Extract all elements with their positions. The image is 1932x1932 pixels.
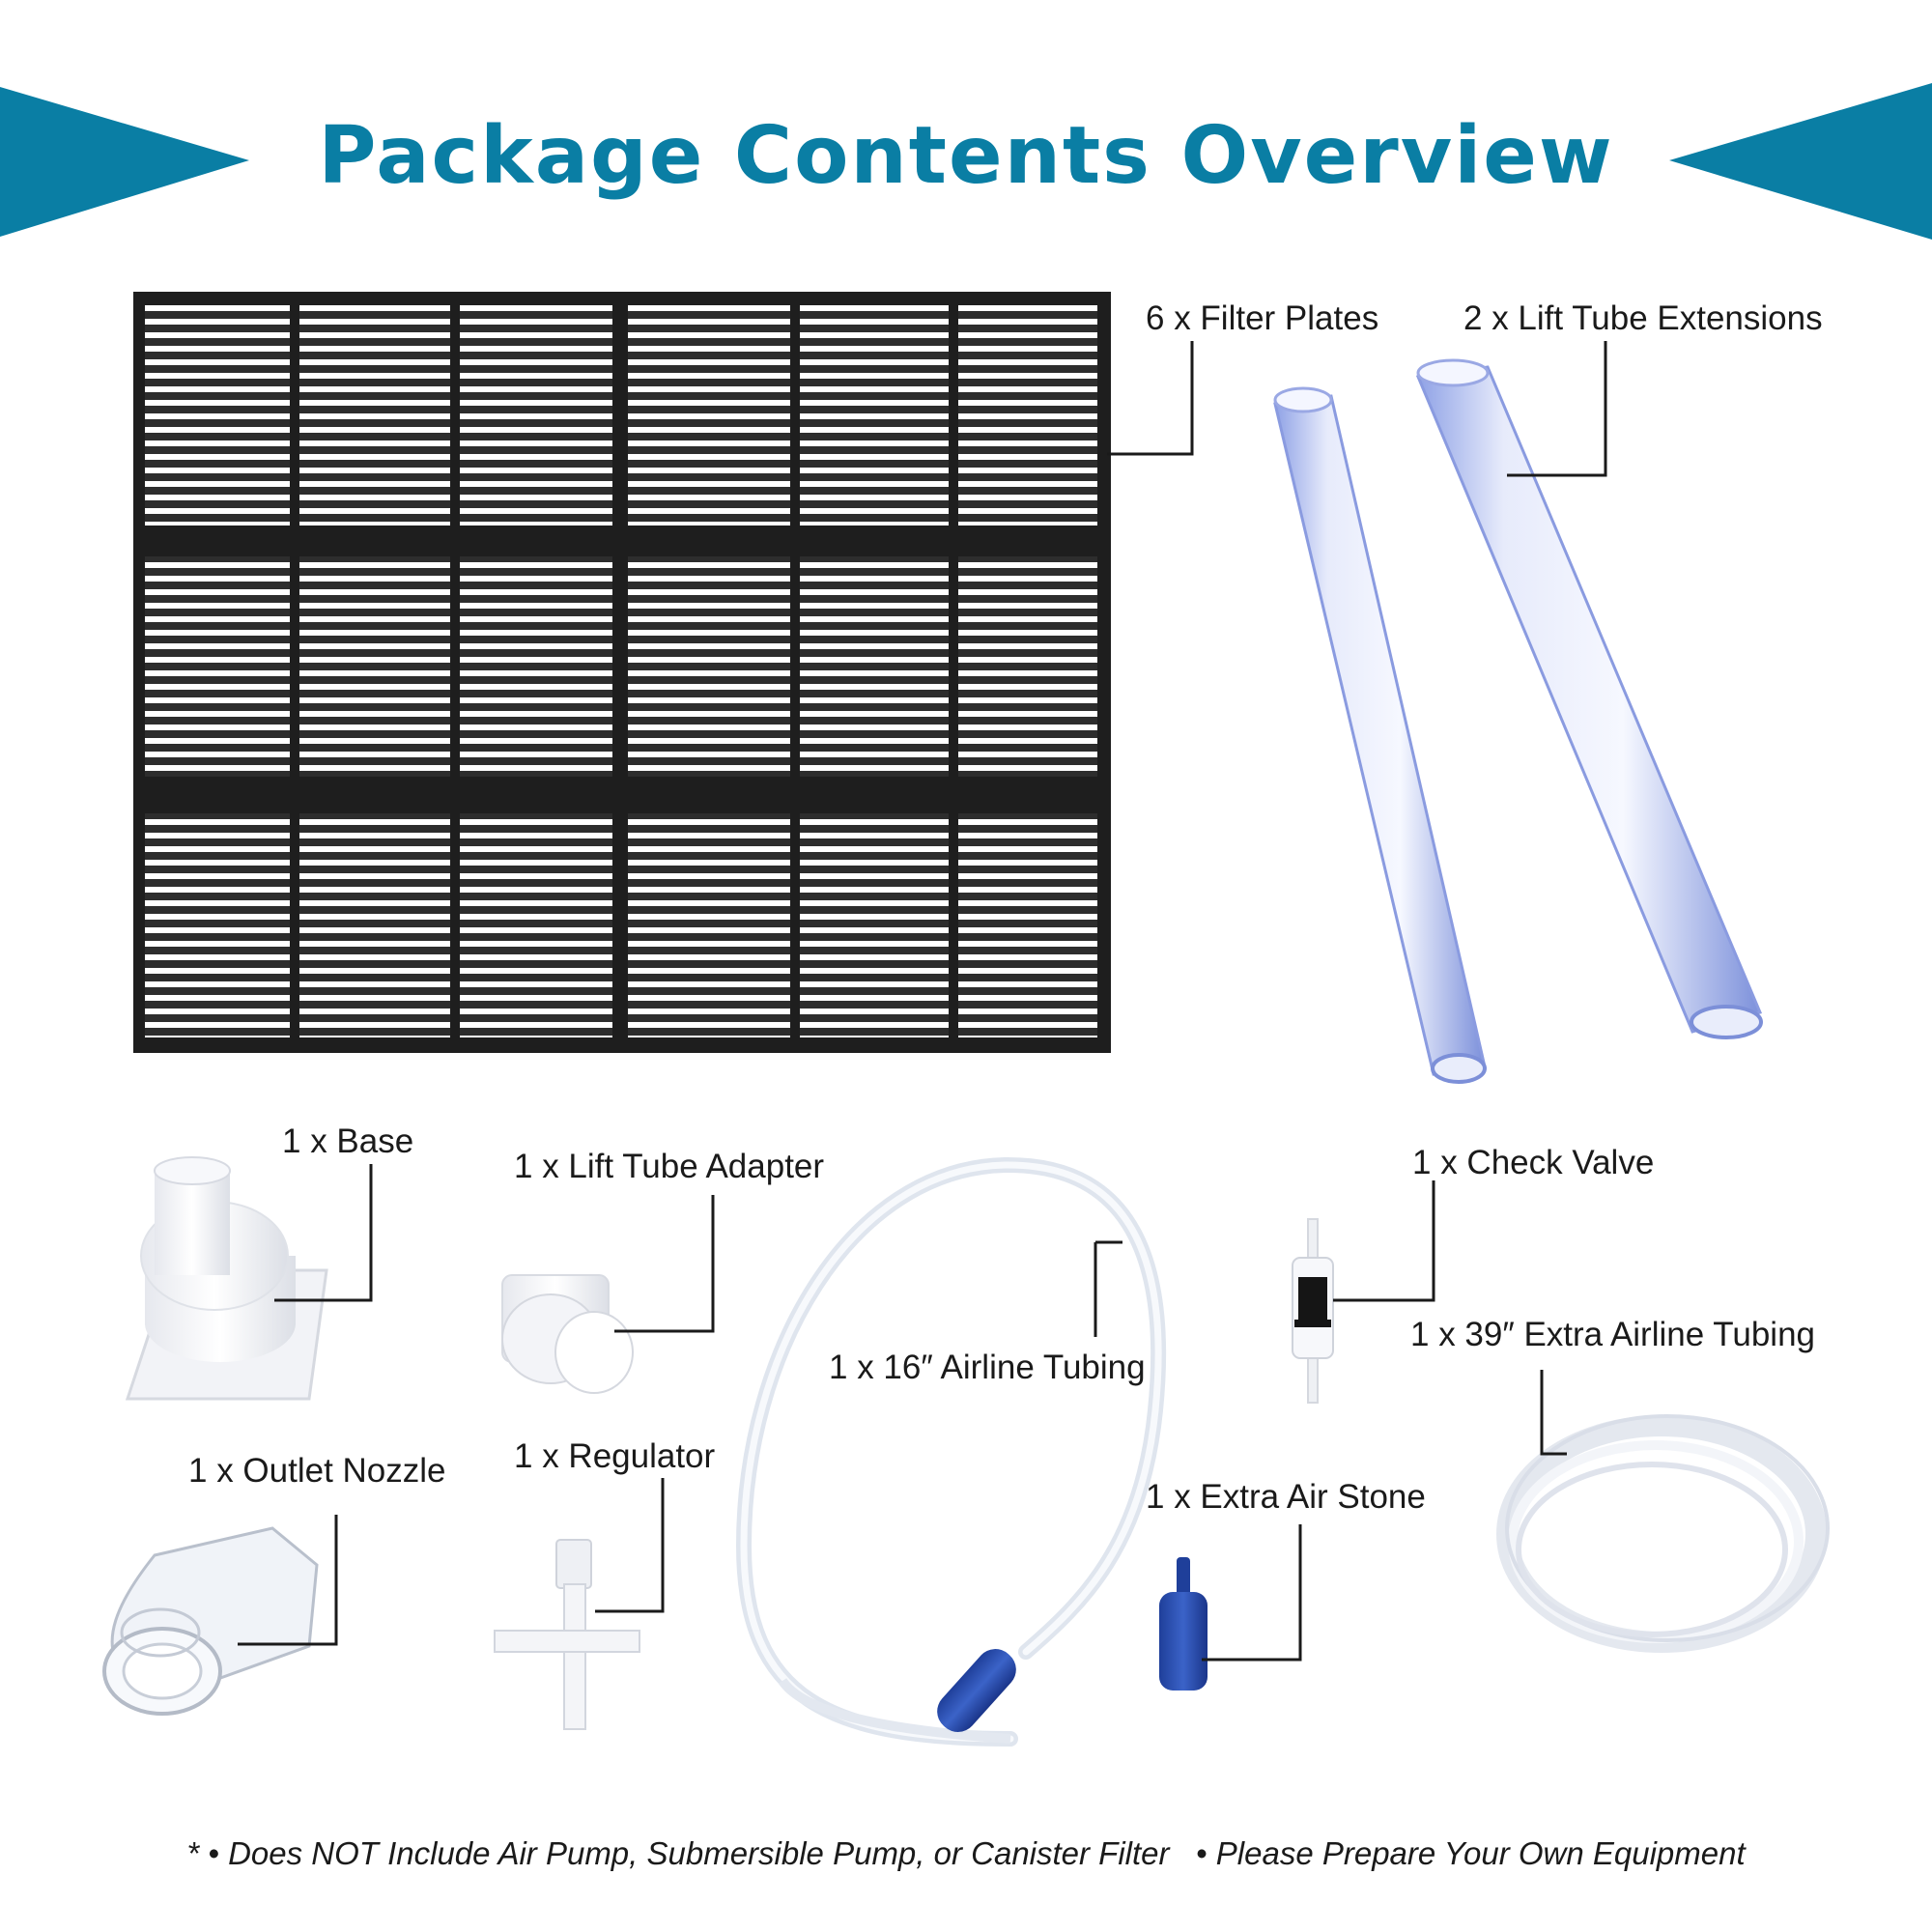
lift-tube-adapter-image — [501, 1274, 634, 1394]
page-title: Package Contents Overview — [318, 110, 1614, 202]
base-callout-line — [274, 1164, 373, 1302]
footer-asterisk: * — [186, 1835, 200, 1871]
check-valve-label: 1 x Check Valve — [1412, 1144, 1655, 1181]
airline-tubing-16-label: 1 x 16″ Airline Tubing — [829, 1349, 1146, 1386]
extra-airline-tubing-39-callout-line — [1540, 1370, 1567, 1456]
base-image — [125, 1156, 328, 1401]
extra-airline-tubing-39-image — [1496, 1414, 1830, 1653]
check-valve-callout-line — [1333, 1180, 1435, 1302]
lift-tube-extensions-label: 2 x Lift Tube Extensions — [1463, 299, 1823, 337]
lift-tube-adapter-callout-line — [614, 1195, 715, 1333]
check-valve-image — [1292, 1218, 1334, 1404]
filter-plates-label: 6 x Filter Plates — [1146, 299, 1379, 337]
footer-note: * • Does NOT Include Air Pump, Submersib… — [0, 1835, 1932, 1872]
regulator-label: 1 x Regulator — [514, 1437, 716, 1475]
regulator-callout-line — [595, 1478, 665, 1613]
left-banner-triangle — [0, 87, 249, 237]
filter-plates-image — [133, 292, 1111, 1053]
footer-note-1: • Does NOT Include Air Pump, Submersible… — [208, 1835, 1170, 1871]
outlet-nozzle-callout-line — [238, 1515, 338, 1646]
extra-air-stone-callout-line — [1202, 1524, 1302, 1662]
right-banner-triangle — [1669, 83, 1932, 240]
outlet-nozzle-label: 1 x Outlet Nozzle — [188, 1452, 446, 1490]
lift-tube-adapter-label: 1 x Lift Tube Adapter — [514, 1148, 825, 1185]
lift-tube-extensions-image — [1273, 358, 1763, 1084]
footer-note-2: • Please Prepare Your Own Equipment — [1196, 1835, 1746, 1871]
regulator-image — [494, 1539, 640, 1730]
airline-tubing-16-image — [735, 1156, 1167, 1747]
extra-air-stone-image — [1159, 1557, 1208, 1690]
lift-tube-extensions-callout-line — [1507, 341, 1607, 477]
filter-plates-callout-line — [1107, 341, 1194, 456]
extra-air-stone-label: 1 x Extra Air Stone — [1146, 1478, 1426, 1516]
base-label: 1 x Base — [282, 1122, 414, 1160]
extra-airline-tubing-39-label: 1 x 39″ Extra Airline Tubing — [1410, 1316, 1816, 1353]
